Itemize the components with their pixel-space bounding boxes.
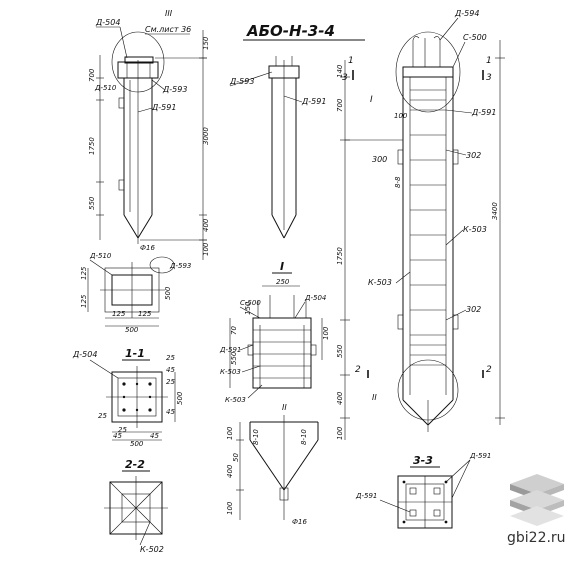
dim-s11-25c: 25 <box>166 354 175 362</box>
label-d594: Д-594 <box>454 9 479 18</box>
detail-I: I С-500 Д-504 Д-591 К-503 К-503 250 1 <box>219 260 330 404</box>
dim-right-1750: 1750 <box>336 247 344 265</box>
dim-s11-25a: 25 <box>98 412 107 420</box>
dim-I-550: 550 <box>230 351 238 365</box>
stack-logo-icon <box>510 474 564 526</box>
label-k503-left: К-503 <box>368 278 392 287</box>
label-I-c500: С-500 <box>240 299 261 307</box>
dim-550: 550 <box>88 196 96 210</box>
dim-s11-45a: 45 <box>113 432 122 440</box>
label-d591: Д-591 <box>151 103 176 112</box>
dim-right-3400: 3400 <box>491 202 499 220</box>
dim-right-100: 100 <box>394 112 408 120</box>
label-mid-d591: Д-591 <box>301 97 326 106</box>
drawing-title: АБО-Н-3-4 <box>246 22 335 40</box>
dim-I-150: 150 <box>244 301 252 315</box>
label-right-d591: Д-591 <box>471 108 496 117</box>
label-s11-d504: Д-504 <box>72 350 97 359</box>
watermark-site[interactable]: gbi22.ru <box>507 530 566 546</box>
dim-plan-125d: 125 <box>138 310 152 318</box>
dim-plan-500a: 500 <box>125 326 139 334</box>
dim-II-phi16: Ф16 <box>292 518 307 526</box>
label-II-8-10b: 8-10 <box>300 429 308 445</box>
section-2-2: 2-2 К-502 <box>104 458 168 554</box>
label-plan-d510: Д-510 <box>89 252 112 260</box>
dim-II-100a: 100 <box>226 426 234 440</box>
detail-II: II 8-10 8-10 100 50 400 100 Ф16 <box>226 403 319 526</box>
label-see-sheet: См.лист 36 <box>145 25 191 34</box>
middle-pile-view: Д-593 Д-591 <box>229 56 326 239</box>
label-302-top: 302 <box>466 151 481 160</box>
label-II-8-10a: 8-10 <box>252 429 260 445</box>
dim-s11-500b: 500 <box>176 391 184 405</box>
dim-phi16: Ф16 <box>140 244 155 252</box>
dim-plan-125b: 125 <box>80 294 88 308</box>
dim-right-550: 550 <box>336 344 344 358</box>
detail-I-title: I <box>280 260 284 273</box>
detail-II-title: II <box>282 403 287 412</box>
section-3-right: 3 <box>486 73 492 83</box>
dim-700: 700 <box>88 68 96 82</box>
label-s33-d591b: Д-591 <box>355 492 377 500</box>
dim-right-400: 400 <box>336 391 344 405</box>
dim-right-140: 140 <box>336 64 344 78</box>
section-1-right: 1 <box>486 56 492 66</box>
dim-right-100b: 100 <box>336 426 344 440</box>
label-300: 300 <box>372 155 387 164</box>
label-mid-d593: Д-593 <box>229 77 254 86</box>
dim-1750: 1750 <box>88 137 96 155</box>
dim-I-70: 70 <box>230 326 238 335</box>
label-III: III <box>165 9 173 18</box>
dim-II-400: 400 <box>226 464 234 478</box>
label-d504: Д-504 <box>95 18 120 27</box>
label-s33-d591a: Д-591 <box>469 452 491 460</box>
dim-150: 150 <box>202 36 210 50</box>
dim-right-700: 700 <box>336 98 344 112</box>
section-2-2-title: 2-2 <box>125 458 145 471</box>
section-3-3-title: 3-3 <box>413 454 433 467</box>
section-1-left: 1 <box>348 56 354 66</box>
label-I-k503b: К-503 <box>225 396 246 404</box>
section-2-left: 2 <box>355 365 361 375</box>
section-3-3: 3-3 Д-591 Д-591 <box>355 452 491 529</box>
dim-s11-500a: 500 <box>130 440 144 448</box>
right-pile-view: Д-594 С-500 1 1 3 3 I Д-591 100 300 302 … <box>336 9 505 440</box>
section-2-right: 2 <box>486 365 492 375</box>
dim-s11-45c: 45 <box>166 366 175 374</box>
label-302-bottom: 302 <box>466 305 481 314</box>
dim-I-250: 250 <box>276 278 290 286</box>
label-I-k503a: К-503 <box>220 368 241 376</box>
dim-II-50: 50 <box>232 453 240 462</box>
dim-II-100b: 100 <box>226 501 234 515</box>
label-c500: С-500 <box>463 33 487 42</box>
dim-3000: 3000 <box>202 127 210 145</box>
dim-I-100: 100 <box>322 326 330 340</box>
label-8-8: 8-8 <box>394 176 402 188</box>
label-detail-I: I <box>370 95 373 105</box>
label-d593: Д-593 <box>162 85 187 94</box>
section-1-1-title: 1-1 <box>125 347 145 360</box>
dim-s11-25b: 25 <box>118 426 127 434</box>
dim-s11-25d: 25 <box>166 378 175 386</box>
left-pile-view: Д-504 III См.лист 36 Д-593 Д-510 Д-591 1… <box>88 9 210 260</box>
dim-plan-125a: 125 <box>80 266 88 280</box>
dim-plan-125c: 125 <box>112 310 126 318</box>
section-1-1: 1-1 Д-504 25 45 500 45 25 25 45 500 45 2… <box>72 347 184 448</box>
label-k503-right: К-503 <box>463 225 487 234</box>
dim-400: 400 <box>202 218 210 232</box>
dim-plan-500b: 500 <box>164 286 172 300</box>
section-3-left: 3 <box>342 73 348 83</box>
detail-plan-view: Д-510 Д-593 125 125 125 125 500 500 <box>80 252 191 334</box>
dim-s11-45d: 45 <box>166 408 175 416</box>
label-detail-II: II <box>372 393 377 402</box>
dim-100: 100 <box>202 242 210 256</box>
label-I-d591: Д-591 <box>219 346 241 354</box>
label-plan-d593: Д-593 <box>169 262 191 270</box>
label-k502: К-502 <box>140 545 164 554</box>
dim-s11-45b: 45 <box>150 432 159 440</box>
label-d510: Д-510 <box>94 84 117 92</box>
label-I-d504: Д-504 <box>304 294 326 302</box>
